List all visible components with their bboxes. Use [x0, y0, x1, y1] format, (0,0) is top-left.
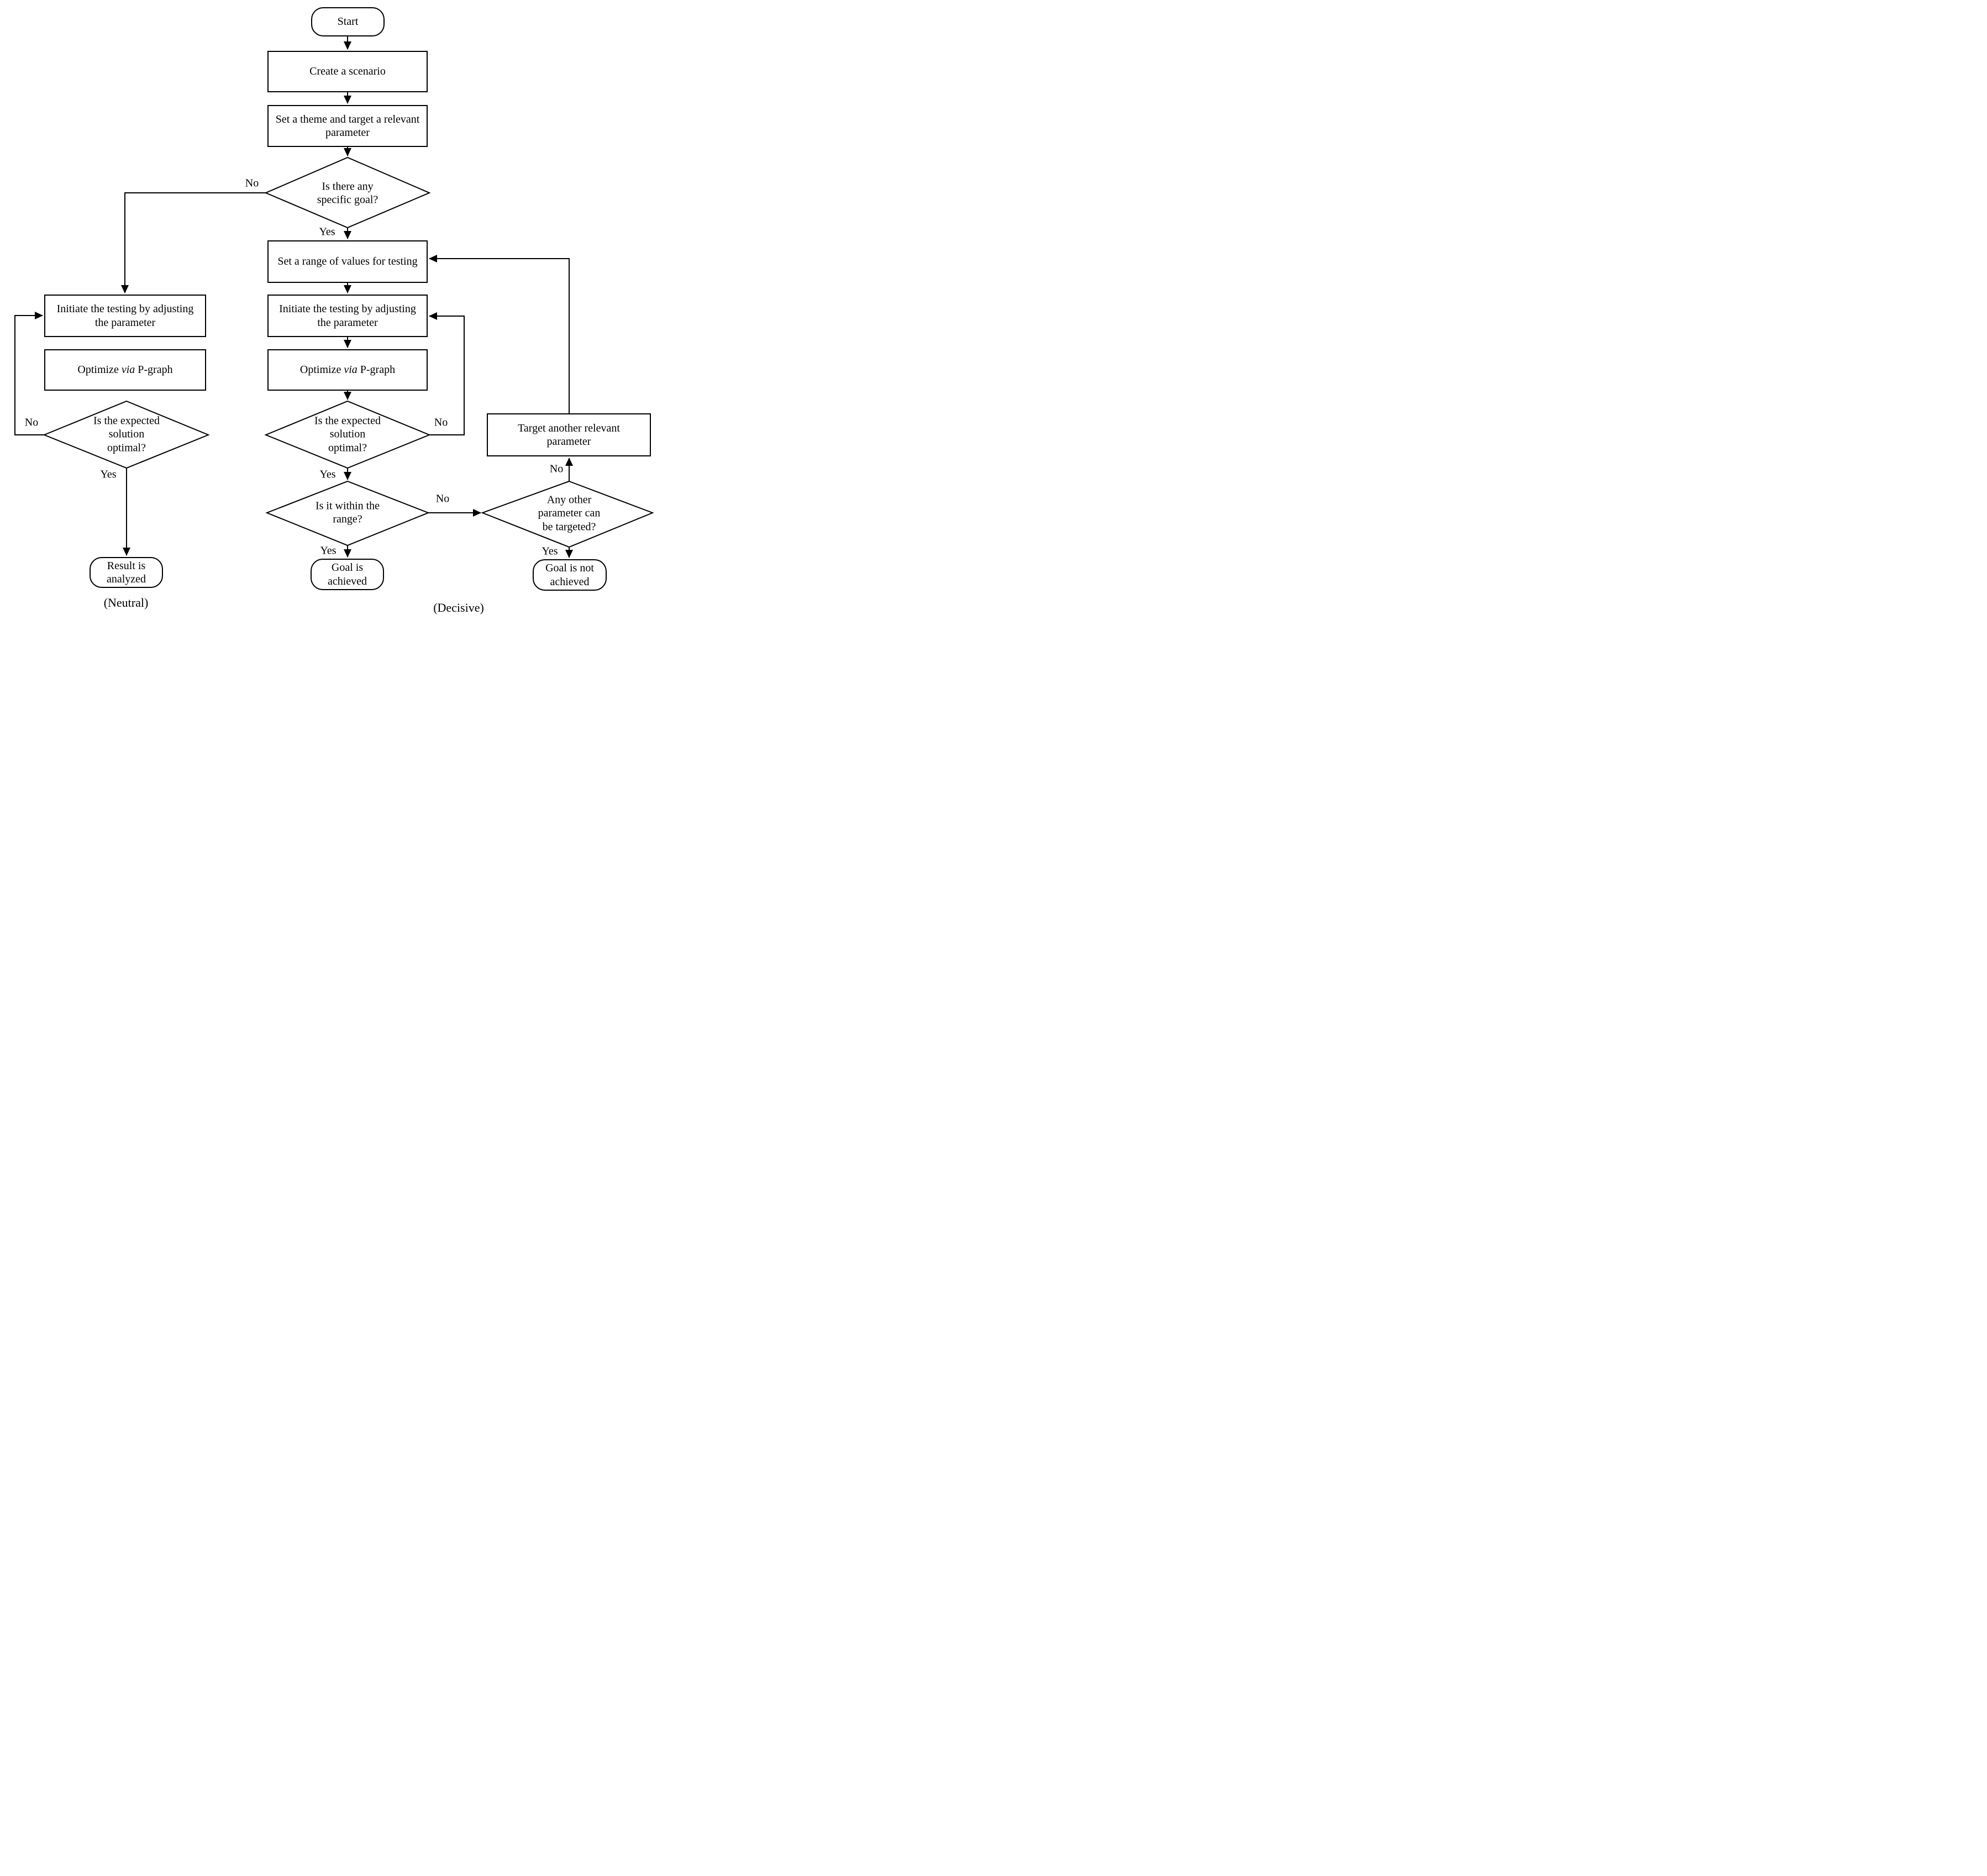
within-range-line-1: Is it within the — [315, 500, 380, 512]
initiate-left-line-1: Initiate the testing by adjusting — [56, 303, 194, 316]
within-range-diamond-text: Is it within the range? — [290, 500, 406, 527]
within-range-diamond-shape — [267, 481, 428, 545]
initiate-mid-line-1: Initiate the testing by adjusting — [279, 303, 416, 316]
set-theme-line-2: parameter — [325, 127, 370, 139]
optimize-mid-via: via — [344, 364, 358, 376]
other-parameter-diamond-shape — [482, 481, 653, 547]
connector-layer — [0, 0, 663, 558]
node-optimize-pgraph-left: Optimize via P-graph — [44, 349, 206, 391]
optimal-mid-diamond-text: Is the expected solution optimal? — [290, 414, 406, 454]
other-parameter-line-3: be targeted? — [542, 521, 596, 533]
other-parameter-diamond-text: Any other parameter can be targeted? — [508, 493, 630, 533]
optimize-mid-label: Optimize via P-graph — [300, 363, 395, 376]
label-other-yes: Yes — [540, 545, 559, 558]
create-scenario-label: Create a scenario — [309, 65, 386, 78]
node-result-analyzed: Result is analyzed — [90, 557, 163, 588]
node-initiate-testing-mid: Initiate the testing by adjusting the pa… — [267, 295, 428, 337]
node-set-range: Set a range of values for testing — [267, 240, 428, 283]
node-create-scenario: Create a scenario — [267, 51, 428, 92]
caption-decisive: (Decisive) — [433, 601, 484, 614]
optimize-mid-suffix: P-graph — [360, 364, 396, 376]
initiate-left-line-2: the parameter — [94, 316, 156, 329]
result-analyzed-line-1: Result is — [107, 559, 146, 572]
target-other-line-1: Target another relevant — [518, 422, 620, 434]
edge-target-loop-to-setrange — [429, 255, 569, 413]
label-left-no: No — [23, 416, 40, 429]
node-start: Start — [311, 7, 385, 36]
goal-achieved-line-1: Goal is — [331, 561, 364, 574]
specific-goal-line-1: Is there any — [322, 180, 374, 193]
caption-neutral: (Neutral) — [103, 596, 149, 609]
label-left-yes: Yes — [99, 468, 118, 481]
other-parameter-line-2: parameter can — [538, 507, 601, 519]
optimize-left-label: Optimize via P-graph — [77, 363, 172, 376]
node-set-theme: Set a theme and target a relevant parame… — [267, 105, 428, 147]
optimize-left-suffix: P-graph — [138, 364, 173, 376]
optimal-left-line-1: Is the expected — [93, 414, 160, 427]
optimal-left-diamond-text: Is the expected solution optimal? — [69, 414, 185, 454]
label-other-no: No — [548, 463, 565, 476]
node-initiate-testing-left: Initiate the testing by adjusting the pa… — [44, 295, 206, 337]
specific-goal-diamond-shape — [266, 157, 429, 228]
label-range-no: No — [434, 492, 451, 506]
optimize-mid-prefix: Optimize — [299, 364, 341, 376]
edge-goal-no-to-initiate-left — [121, 193, 266, 293]
optimal-left-line-2: solution — [108, 428, 145, 440]
node-optimize-pgraph-mid: Optimize via P-graph — [267, 349, 428, 391]
label-mid-yes: Yes — [318, 468, 337, 481]
start-label: Start — [337, 15, 359, 28]
within-range-line-2: range? — [333, 513, 362, 526]
optimal-mid-line-3: optimal? — [328, 442, 367, 454]
label-range-yes: Yes — [319, 544, 338, 558]
optimal-mid-line-2: solution — [329, 428, 366, 440]
set-range-label: Set a range of values for testing — [277, 255, 418, 268]
goal-not-achieved-line-1: Goal is not — [545, 562, 594, 575]
flowchart-canvas: Start Create a scenario Set a theme and … — [0, 0, 663, 626]
optimal-mid-diamond-shape — [266, 401, 429, 468]
node-target-another-parameter: Target another relevant parameter — [487, 413, 651, 456]
goal-not-achieved-line-2: achieved — [550, 575, 590, 588]
label-mid-no: No — [433, 416, 449, 429]
other-parameter-line-1: Any other — [546, 493, 592, 506]
goal-achieved-line-2: achieved — [327, 575, 367, 587]
node-goal-achieved: Goal is achieved — [311, 559, 384, 590]
set-theme-line-1: Set a theme and target a relevant — [275, 113, 420, 125]
specific-goal-diamond-text: Is there any specific goal? — [290, 180, 406, 207]
target-other-line-2: parameter — [546, 435, 591, 448]
edge-optimal-mid-no-loop — [429, 312, 464, 435]
initiate-mid-line-2: the parameter — [317, 316, 378, 329]
edge-optimal-left-no-loop — [15, 312, 44, 435]
optimal-mid-line-1: Is the expected — [314, 414, 381, 427]
result-analyzed-line-2: analyzed — [106, 573, 146, 585]
optimal-left-line-3: optimal? — [107, 442, 146, 454]
specific-goal-line-2: specific goal? — [317, 194, 379, 206]
optimize-left-via: via — [121, 364, 135, 376]
label-goal-no: No — [244, 177, 260, 190]
node-goal-not-achieved: Goal is not achieved — [533, 559, 607, 591]
optimize-left-prefix: Optimize — [77, 364, 119, 376]
optimal-left-diamond-shape — [44, 401, 208, 468]
label-goal-yes: Yes — [318, 225, 337, 239]
